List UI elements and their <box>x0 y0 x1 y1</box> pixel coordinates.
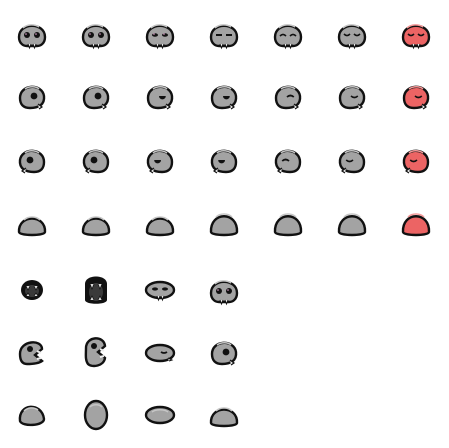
sprite-back-heads-6 <box>336 208 368 240</box>
sprite-front-heads-4 <box>208 18 240 50</box>
sprite-side-heads-left-7 <box>400 144 432 176</box>
sprite-front-heads-3 <box>144 18 176 50</box>
sprite-side-heads-left-6 <box>336 144 368 176</box>
sprite-attack-side-3 <box>144 336 176 368</box>
sprite-front-heads-7 <box>400 18 432 50</box>
sprite-side-heads-right-7 <box>400 80 432 112</box>
sprite-side-heads-right-5 <box>272 80 304 112</box>
sprite-side-heads-left-4 <box>208 144 240 176</box>
sprite-side-heads-right-1 <box>16 80 48 112</box>
sprite-attack-side-2 <box>80 336 112 368</box>
sprite-back-heads-3 <box>144 208 176 240</box>
sprite-attack-front-4 <box>208 274 240 306</box>
sprite-back-heads-2 <box>80 208 112 240</box>
sprite-side-heads-right-2 <box>80 80 112 112</box>
sprite-front-heads-6 <box>336 18 368 50</box>
sprite-attack-side-1 <box>16 336 48 368</box>
sprite-front-heads-1 <box>16 18 48 50</box>
sprite-attack-side-4 <box>208 336 240 368</box>
sprite-back-heads-7 <box>400 208 432 240</box>
sprite-side-heads-right-6 <box>336 80 368 112</box>
sprite-front-heads-2 <box>80 18 112 50</box>
sprite-attack-front-3 <box>144 274 176 306</box>
sprite-side-heads-left-3 <box>144 144 176 176</box>
sprite-attack-front-2 <box>80 274 112 306</box>
sprite-back-heads-1 <box>16 208 48 240</box>
sprite-back-heads-4 <box>208 208 240 240</box>
sprite-side-heads-right-4 <box>208 80 240 112</box>
sprite-attack-back-3 <box>144 399 176 431</box>
sprite-side-heads-left-2 <box>80 144 112 176</box>
sprite-attack-back-4 <box>208 399 240 431</box>
sprite-back-heads-5 <box>272 208 304 240</box>
sprite-side-heads-left-5 <box>272 144 304 176</box>
sprite-side-heads-left-1 <box>16 144 48 176</box>
sprite-front-heads-5 <box>272 18 304 50</box>
sprite-attack-front-1 <box>16 274 48 306</box>
sprite-side-heads-right-3 <box>144 80 176 112</box>
sprite-attack-back-1 <box>16 399 48 431</box>
sprite-attack-back-2 <box>80 399 112 431</box>
